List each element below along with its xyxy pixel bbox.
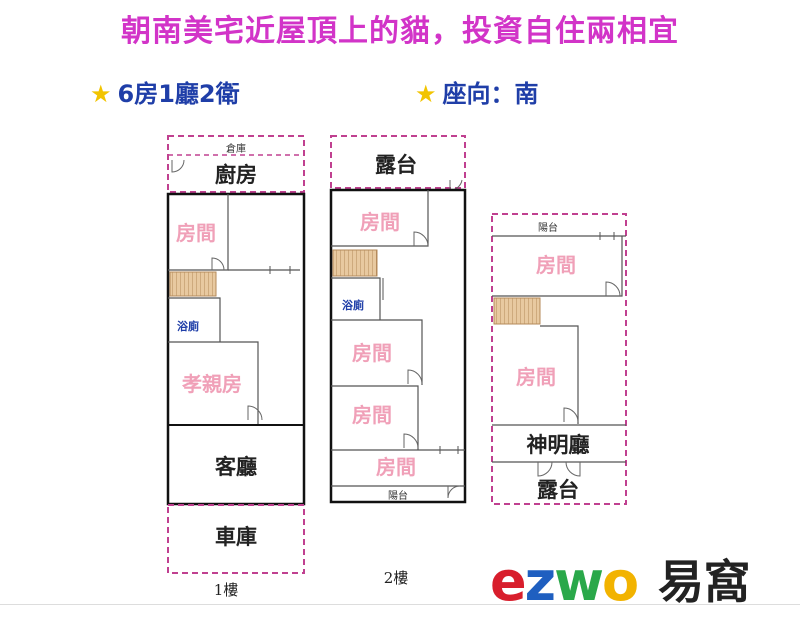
star-icon: ★ [90,80,112,108]
floor1-storage-label: 倉庫 [226,142,246,155]
floor2-caption: 2樓 [384,569,409,587]
floor3-room1-label: 房間 [536,253,576,277]
floor2-back-balcony-label: 陽台 [388,489,408,502]
floor1-kitchen-outline [167,135,305,193]
floor2-stairs [332,249,378,277]
floor3-back-balcony-label: 陽台 [538,221,558,234]
page-title: 朝南美宅近屋頂上的貓，投資自住兩相宜 [121,14,679,49]
spec-layout: ★6房1廳2衛 [90,74,240,109]
floor1-garage-label: 車庫 [215,525,257,549]
floor3-stairs [493,297,541,325]
floor3-outline [491,213,627,505]
floor1-living-label: 客廳 [215,455,257,479]
divider [0,604,800,605]
floor-3: 陽台 房間 房間 神明廳 露台 [491,213,627,505]
spec-orientation-text: 座向：南 [442,80,539,108]
spec-orientation: ★座向：南 [415,74,539,109]
floor1-bath-label: 浴廁 [177,319,199,333]
floor1-stairs [169,271,217,297]
star-icon: ★ [415,80,437,108]
floor3-room2-label: 房間 [516,365,556,389]
floor2-room4-label: 房間 [376,455,416,479]
floor2-room1-label: 房間 [360,210,400,234]
floor3-shrine-label: 神明廳 [527,433,590,457]
floor1-parents-room-label: 孝親房 [181,372,242,396]
floor1-caption: 1樓 [214,581,239,599]
brand-logo: ezwo 易窩 [490,552,790,612]
floor2-bath-label: 浴廁 [342,298,364,312]
brand-logo-latin: ezwo [490,550,639,613]
floor-1: 倉庫 廚房 房間 浴廁 孝親房 客廳 車庫 1樓 [166,135,306,599]
floor2-balcony-label: 露台 [375,153,417,177]
floor3-balcony-label: 露台 [537,478,579,502]
floor1-room-label: 房間 [176,221,216,245]
brand-logo-cn: 易窩 [658,555,750,609]
floor1-main-outline [166,192,306,506]
floor2-room2-label: 房間 [352,341,392,365]
floor2-balcony-outline [330,135,466,189]
floor2-room3-label: 房間 [352,403,392,427]
floor1-kitchen-label: 廚房 [215,163,257,187]
spec-layout-text: 6房1廳2衛 [117,80,240,108]
floor-2: 露台 房間 浴廁 房間 房間 房間 陽台 2樓 [329,135,467,587]
floor1-garage-outline [167,504,305,574]
